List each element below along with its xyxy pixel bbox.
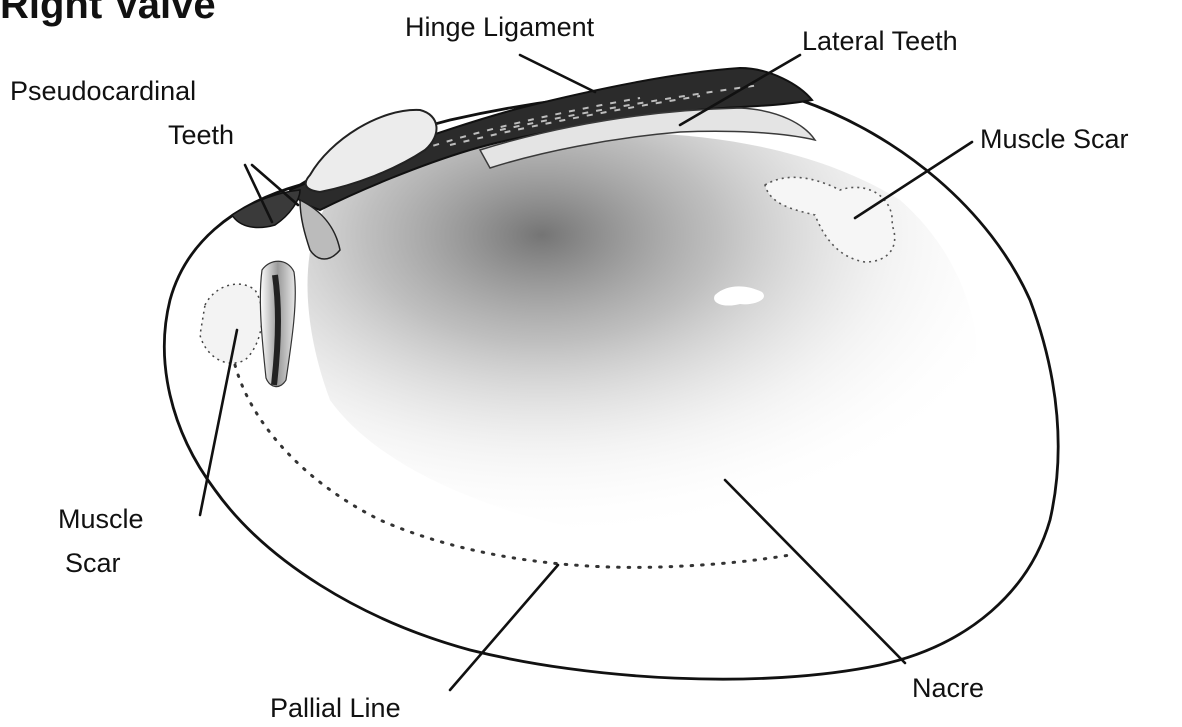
label-hinge-ligament: Hinge Ligament [405,12,595,42]
label-pseudocardinal-line1: Pseudocardinal [10,76,196,106]
leader-hinge-ligament [520,55,595,92]
label-nacre: Nacre [912,673,984,703]
label-muscle-scar-left-line1: Muscle [58,504,144,534]
label-pseudocardinal-line2: Teeth [168,120,234,150]
label-pallial-line: Pallial Line [270,693,401,723]
label-lateral-teeth: Lateral Teeth [802,26,958,56]
diagram-heading: Right Valve [0,0,216,27]
label-muscle-scar-left-line2: Scar [65,548,121,578]
label-muscle-scar-right: Muscle Scar [980,124,1129,154]
